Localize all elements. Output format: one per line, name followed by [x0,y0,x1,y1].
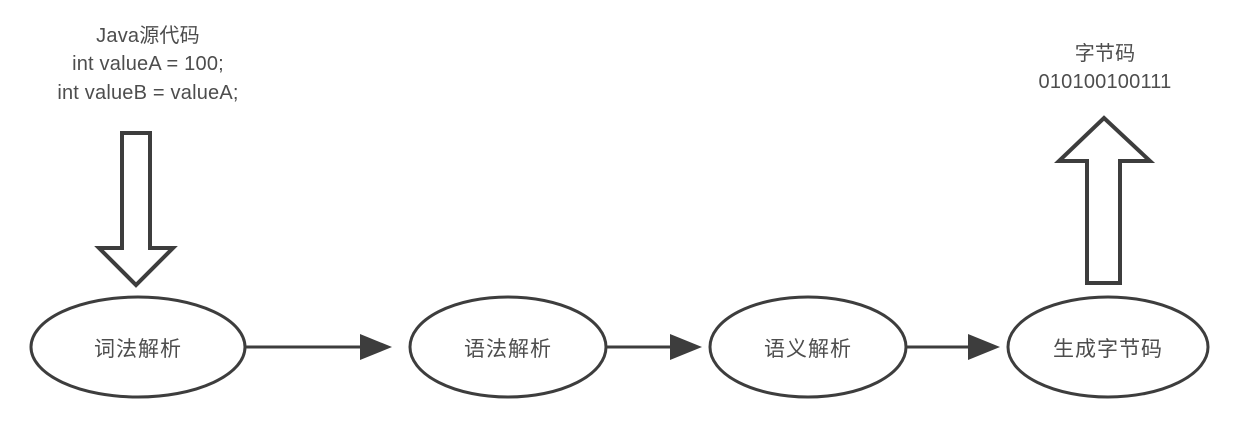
bytecode-caption-binary: 010100100111 [1038,71,1172,94]
connector-lexical-to-syntax [246,334,392,360]
bytecode-caption: 字节码 010100100111 [985,40,1225,97]
source-caption-code-line-2: int valueB = valueA; [57,81,239,104]
node-bytecode[interactable] [1006,295,1210,399]
output-block-arrow-up-icon [1054,115,1156,285]
node-semantic[interactable] [708,295,908,399]
node-syntax[interactable] [408,295,608,399]
input-block-arrow-down-icon [94,131,178,288]
source-caption-code-line-1: int valueA = 100; [72,53,224,76]
source-code-caption: Java源代码 int valueA = 100; int valueB = v… [8,22,288,107]
node-label-lexical: 词法解析 [94,338,182,361]
node-label-semantic: 语义解析 [764,338,852,361]
node-lexical[interactable] [29,295,247,399]
connector-semantic-to-bytecode [907,334,1000,360]
source-caption-title: Java源代码 [96,25,200,47]
bytecode-caption-title: 字节码 [1074,43,1136,65]
node-label-syntax: 语法解析 [464,338,552,361]
node-label-bytecode: 生成字节码 [1053,338,1163,361]
connector-syntax-to-semantic [607,334,702,360]
